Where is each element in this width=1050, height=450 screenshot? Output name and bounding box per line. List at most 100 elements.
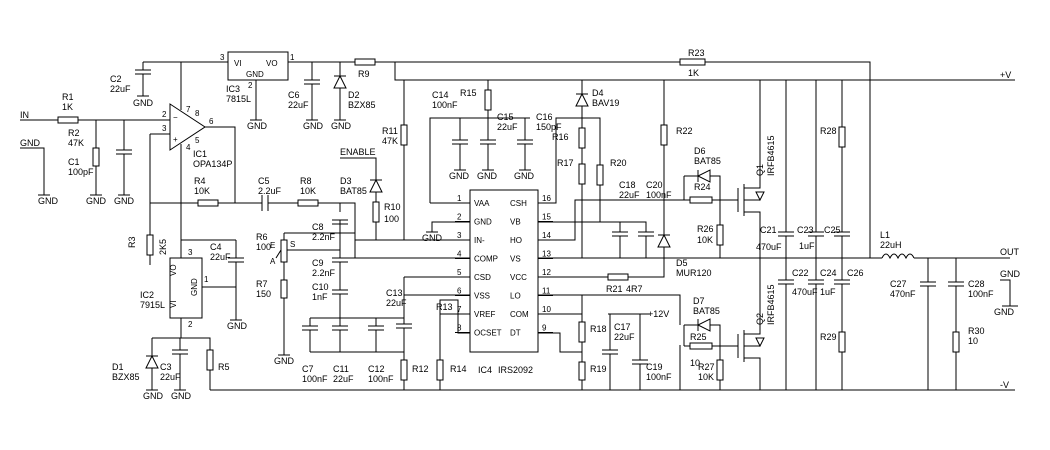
gnd-c15: GND: [477, 171, 498, 181]
c15-ref: C15: [497, 112, 514, 122]
r8-value: 10K: [300, 186, 316, 196]
r6-e: E: [270, 241, 275, 250]
gnd-c3: GND: [171, 391, 192, 401]
c18-ref: C18: [619, 180, 636, 190]
q1-value: IRFB4615: [766, 135, 776, 176]
ic4-pin-9-name: DT: [510, 329, 521, 338]
r5-ref: R5: [218, 362, 230, 372]
gnd-c4: GND: [227, 321, 248, 331]
gnd-c2: GND: [133, 98, 154, 108]
r25-value: 10: [690, 358, 700, 368]
enable-section: ENABLE D3 BAT85 R10 100 R11 47K: [340, 80, 408, 240]
ic4-pin-5-name: CSD: [474, 273, 491, 282]
r3-ref: R3: [127, 236, 137, 248]
ic4-value: IRS2092: [498, 365, 533, 375]
gnd-d2: GND: [331, 121, 352, 131]
ic3-vo: VO: [266, 59, 278, 68]
feedback-network: R4 10K C5 2.2uF R8 10K: [150, 176, 470, 241]
c1-ref: C1: [68, 157, 80, 167]
ic2-pin1: 1: [204, 275, 209, 284]
ic4-pin-16-num: 16: [542, 194, 551, 203]
c2-value: 22uF: [110, 84, 131, 94]
r23-value: 1K: [688, 68, 699, 78]
ic3-body: [227, 51, 289, 81]
ic4-ref: IC4: [478, 365, 492, 375]
r30-body: [952, 331, 960, 353]
r9-ref: R9: [358, 69, 370, 79]
c8-ref: C8: [312, 222, 324, 232]
r4-value: 10K: [194, 186, 210, 196]
c5-value: 2.2uF: [258, 186, 282, 196]
ic4-pin-3-num: 3: [457, 231, 462, 240]
r11-ref: R11: [382, 126, 398, 136]
c16-value: 150pF: [536, 122, 562, 132]
ic4-pin-13-num: 13: [542, 250, 551, 259]
d5-value: MUR120: [676, 268, 712, 278]
gnd-d1: GND: [143, 391, 164, 401]
r27-value: 10K: [698, 372, 714, 382]
l1-ref: L1: [880, 230, 890, 240]
r22-ref: R22: [676, 126, 693, 136]
q1-ref: Q1: [755, 164, 765, 176]
r6-s: S: [290, 240, 295, 249]
r26-body: [716, 224, 724, 246]
r10-value: 100: [384, 214, 399, 224]
r13-ref: R13: [436, 302, 453, 312]
upper-caps: C21 470uF C23 1uF R28 C25: [756, 80, 850, 258]
c11-value: 22uF: [333, 374, 354, 384]
ic3-pin3: 3: [220, 53, 225, 62]
gnd-out: GND: [994, 307, 1015, 317]
r25-ref: R25: [690, 332, 707, 342]
c19-value: 100nF: [646, 372, 672, 382]
ic4-pin-2-name: GND: [474, 218, 492, 227]
r2-body: [92, 147, 100, 167]
c9-ref: C9: [312, 258, 324, 268]
ic4-pin-11-name: LO: [510, 292, 521, 301]
ic4-pin-4-name: COMP: [474, 255, 498, 264]
ic2-value: 7915L: [140, 300, 165, 310]
c26-ref: C26: [847, 268, 864, 278]
c21-ref: C21: [760, 225, 777, 235]
r2-ref: R2: [68, 128, 80, 138]
c7-value: 100nF: [302, 374, 328, 384]
lower-caps: C22 470uF C24 1uF C26 R29: [778, 258, 864, 390]
r29-body: [838, 331, 846, 353]
r12-ref: R12: [412, 364, 429, 374]
gnd-c16: GND: [514, 171, 535, 181]
c17-value: 22uF: [614, 332, 635, 342]
r24-ref: R24: [694, 182, 711, 192]
d3-value: BAT85: [340, 186, 367, 196]
vplus-label: +V: [1000, 70, 1011, 80]
gnd-out-label: GND: [1000, 269, 1021, 279]
input-section: IN R1 1K R2 47K C1 100pF GND GND GND GND: [20, 92, 168, 206]
d5-ref: D5: [676, 258, 688, 268]
ic1-pin3: 3: [162, 124, 167, 133]
ic4-irs2092: IC4 IRS2092 1VAA2GND3IN-4COMP5CSD6VSS7VR…: [455, 189, 553, 375]
c14-ref: C14: [432, 90, 449, 100]
vminus-rail: -V: [210, 380, 1015, 391]
c8-value: 2.2nF: [312, 232, 336, 242]
neg-supply: R3 2K5 VO GND VI 3 1 2 C4 22uF GND IC2 7…: [112, 230, 248, 401]
r17-body: [578, 163, 586, 185]
c22-ref: C22: [792, 268, 809, 278]
r25-body: [689, 342, 713, 350]
ic2-ref: IC2: [140, 290, 154, 300]
ic4-pin-12-num: 12: [542, 268, 551, 277]
c27-ref: C27: [890, 279, 907, 289]
c17-ref: C17: [614, 322, 631, 332]
c7-ref: C7: [302, 364, 314, 374]
vcc-network: R21 4R7 R18 R19 C17 22uF C19 100nF +12V: [538, 258, 672, 390]
in-label: IN: [20, 110, 29, 120]
c6-ref: C6: [288, 90, 300, 100]
c4-value: 22uF: [210, 252, 231, 262]
gnd-ic3: GND: [247, 121, 268, 131]
q2-drive: D7 BAT85 R25 10 R27 10K Q2 IRFB4615: [538, 258, 776, 390]
c12-ref: C12: [368, 364, 385, 374]
r12-body: [400, 359, 408, 381]
q2-ref: Q2: [755, 313, 765, 325]
r14-ref: R14: [450, 364, 467, 374]
ic1-pin5: 5: [195, 136, 200, 145]
ic2-vo: VO: [169, 264, 178, 276]
r14-body: [436, 359, 444, 381]
r21-ref: R21: [606, 284, 623, 294]
